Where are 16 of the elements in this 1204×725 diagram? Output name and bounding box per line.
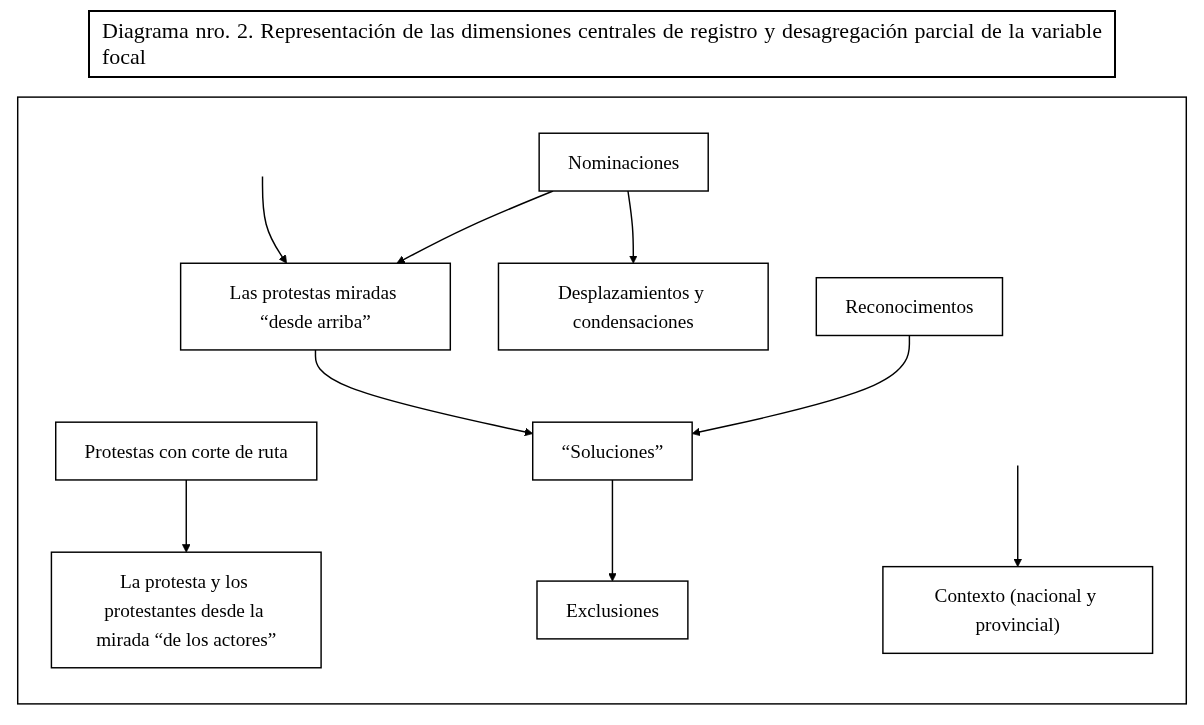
node-box: Las protestas miradas “desde arriba” <box>179 262 452 351</box>
node-box: Nominaciones <box>538 132 709 192</box>
title-box: Diagrama nro. 2. Representación de las dimensiones centrales de registro y desagregación parcial de la variable focal <box>88 10 1116 78</box>
arrow <box>182 479 191 553</box>
node-box: Contexto (nacional y provincial) <box>882 565 1154 655</box>
cluster <box>17 96 1187 705</box>
arrow <box>608 479 617 582</box>
node-box: Exclusiones <box>536 580 689 640</box>
node-box: Protestas con corte de ruta <box>55 421 318 481</box>
arrow <box>261 175 287 264</box>
node-box: La protesta y los protestantes desde la mirada “de los actores” <box>50 551 322 669</box>
arrow <box>1013 464 1022 568</box>
node-box: “Soluciones” <box>532 421 693 481</box>
arrow <box>627 190 638 264</box>
node-box: Reconocimentos <box>815 276 1004 337</box>
node-box: Desplazamientos y condensaciones <box>497 262 769 351</box>
